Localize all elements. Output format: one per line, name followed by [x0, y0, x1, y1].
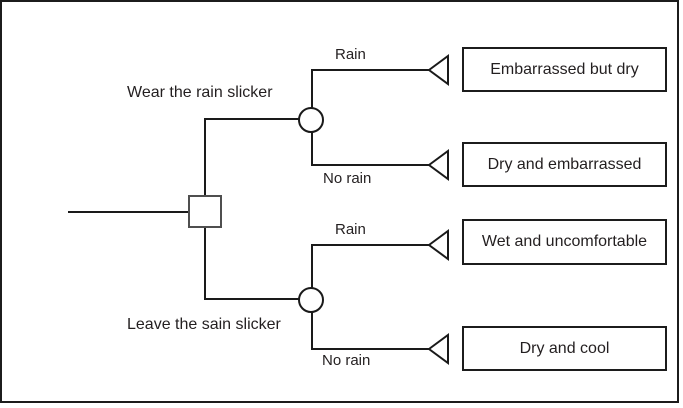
branch-line-no-rain-2	[311, 312, 429, 350]
outcome-box-4: Dry and cool	[462, 326, 667, 371]
chance-node-circle-1	[298, 107, 324, 133]
branch-line-no-rain-1	[311, 132, 429, 166]
chance-node-circle-2	[298, 287, 324, 313]
condition-label-no-rain-1: No rain	[323, 170, 372, 187]
branch-line-leave	[204, 227, 299, 300]
outcome-label-3: Wet and uncomfortable	[481, 233, 648, 250]
outcome-box-3: Wet and uncomfortable	[462, 219, 667, 265]
terminal-node-triangle-3	[427, 229, 449, 261]
terminal-node-triangle-4	[427, 333, 449, 365]
branch-label-wear: Wear the rain slicker	[127, 84, 273, 101]
outcome-label-4: Dry and cool	[519, 339, 610, 357]
terminal-node-triangle-1	[427, 54, 449, 86]
outcome-label-1: Embarrassed but dry	[490, 60, 639, 78]
branch-label-leave: Leave the sain slicker	[127, 316, 281, 333]
terminal-node-triangle-2	[427, 149, 449, 181]
outcome-box-2: Dry and embarrassed	[462, 142, 667, 187]
condition-label-rain-1: Rain	[335, 46, 366, 63]
branch-line-wear	[204, 118, 299, 196]
condition-label-no-rain-2: No rain	[322, 352, 371, 369]
condition-label-rain-2: Rain	[335, 221, 366, 238]
outcome-label-2: Dry and embarrassed	[487, 155, 642, 173]
branch-line-rain-1	[311, 69, 429, 108]
decision-node-square	[188, 195, 222, 228]
branch-line-rain-2	[311, 244, 429, 288]
outcome-box-1: Embarrassed but dry	[462, 47, 667, 92]
